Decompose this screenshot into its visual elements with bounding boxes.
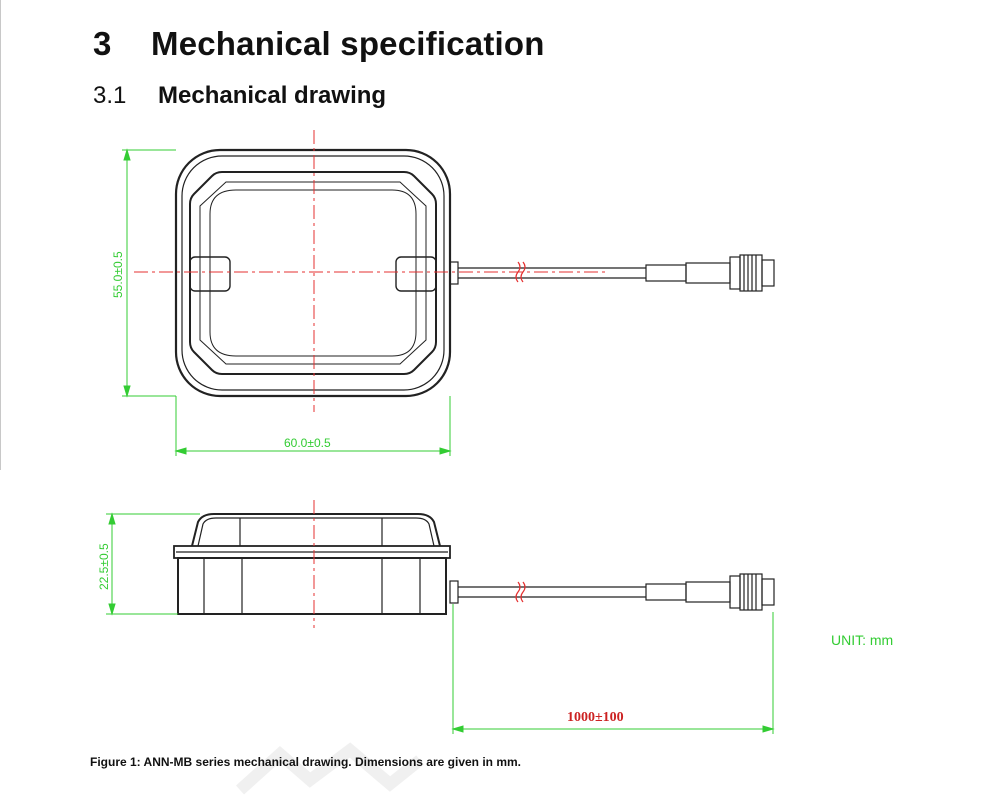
subsection-heading: 3.1 Mechanical drawing [93, 82, 386, 110]
section-heading: 3 Mechanical specification [93, 25, 545, 63]
side-cable-break [515, 581, 526, 603]
height-dimension-label: 55.0±0.5 [111, 251, 125, 298]
side-view [173, 513, 775, 615]
figure-caption: Figure 1: ANN-MB series mechanical drawi… [90, 755, 522, 769]
section-number: 3 [93, 25, 112, 62]
cable-length-dimension [451, 725, 775, 733]
thickness-dimension-label: 22.5±0.5 [97, 543, 111, 590]
top-view-dimensions [122, 148, 452, 456]
subsection-title: Mechanical drawing [158, 82, 387, 109]
section-title: Mechanical specification [151, 25, 545, 62]
top-cable-break [515, 261, 526, 283]
page-margin-rule [0, 0, 1, 470]
subsection-number: 3.1 [93, 82, 127, 109]
top-view-centerlines [134, 130, 608, 412]
side-view-dimensions [106, 512, 774, 734]
mechanical-drawing: 55.0±0.5 60.0±0.5 [97, 130, 775, 734]
width-dimension-label: 60.0±0.5 [284, 436, 331, 450]
cable-length-label: 1000±100 [567, 710, 624, 725]
unit-label: UNIT: mm [831, 632, 894, 648]
top-view [174, 148, 775, 398]
